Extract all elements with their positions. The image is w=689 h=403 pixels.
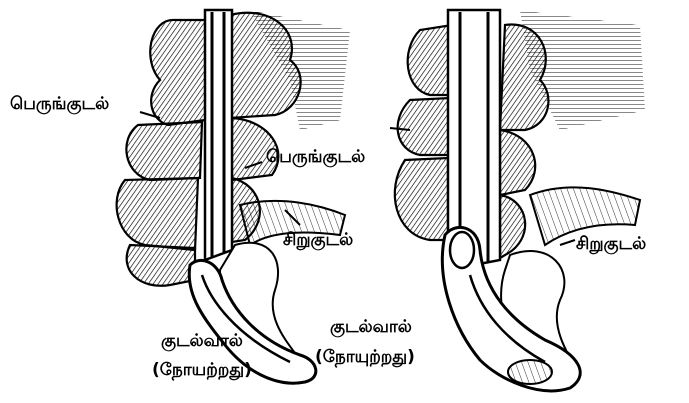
left-figure [117,10,350,383]
label-appendix-left: குடல்வால் [161,333,243,350]
label-appendix-right-state: (நோயுற்றது) [315,349,415,366]
label-large-intestine-middle: பெருங்குடல் [266,149,365,166]
right-figure [390,10,645,391]
label-small-intestine-left: சிறுகுடல் [283,232,353,249]
left-colon-tube [205,10,232,260]
label-small-intestine-right: சிறுகுடல் [576,236,646,253]
label-appendix-left-state: (நோயற்றது) [152,362,252,379]
label-large-intestine-left: பெருங்குடல் [10,96,109,113]
label-appendix-right: குடல்வால் [330,319,412,336]
